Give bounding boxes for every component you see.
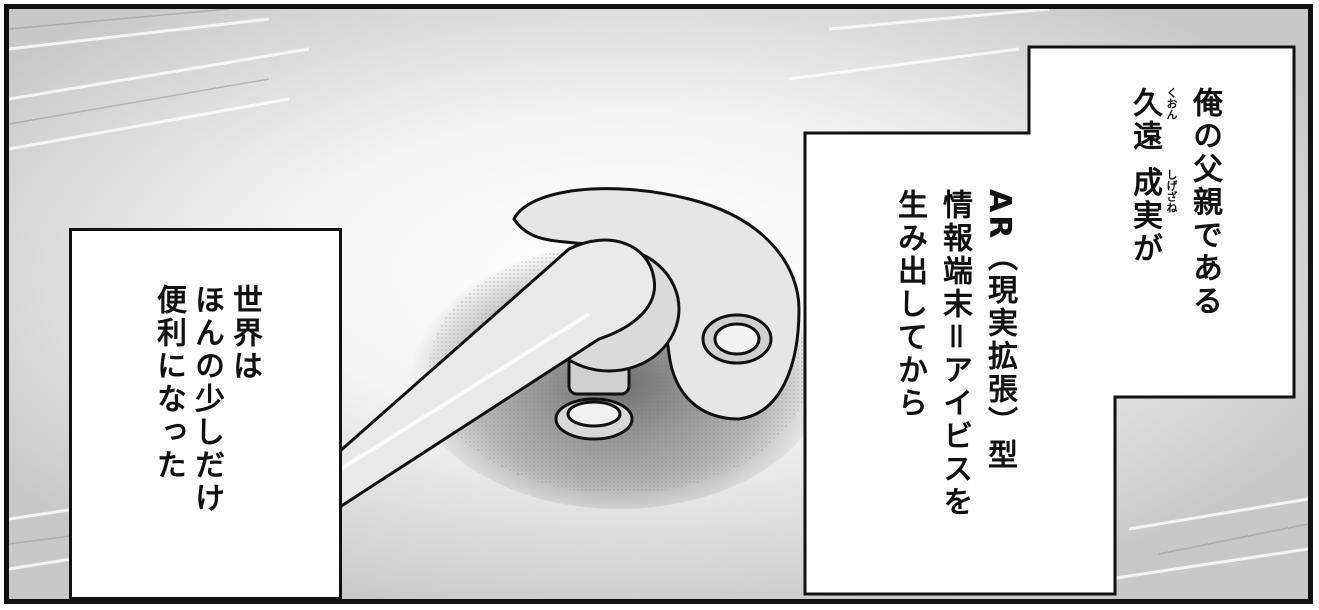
caption-right-line-3: AR（現実拡張）型: [982, 189, 1017, 473]
caption-left-line-1: 世界は: [227, 284, 262, 383]
speed-lines: [9, 9, 1308, 581]
caption-right-line-2: 久遠 成実が: [1127, 87, 1162, 266]
caption-left-line-2: ほんの少しだけ: [189, 284, 224, 515]
caption-right-line-5: 生み出してから: [892, 189, 927, 420]
ruby-shigezane: しげざね: [1165, 169, 1178, 213]
caption-box-right: [803, 45, 1296, 596]
caption-left-line-3: 便利になった: [151, 284, 186, 482]
ruby-kuon: くおん: [1165, 87, 1178, 120]
caption-right-line-1: 俺の父親である: [1187, 87, 1222, 318]
caption-right-line-4: 情報端末＝アイビスを: [937, 189, 972, 519]
manga-panel: 世界は ほんの少しだけ 便利になった 俺の父親である 久遠 成実が くおん しげ…: [4, 4, 1313, 604]
caption-box-left: [69, 228, 342, 599]
